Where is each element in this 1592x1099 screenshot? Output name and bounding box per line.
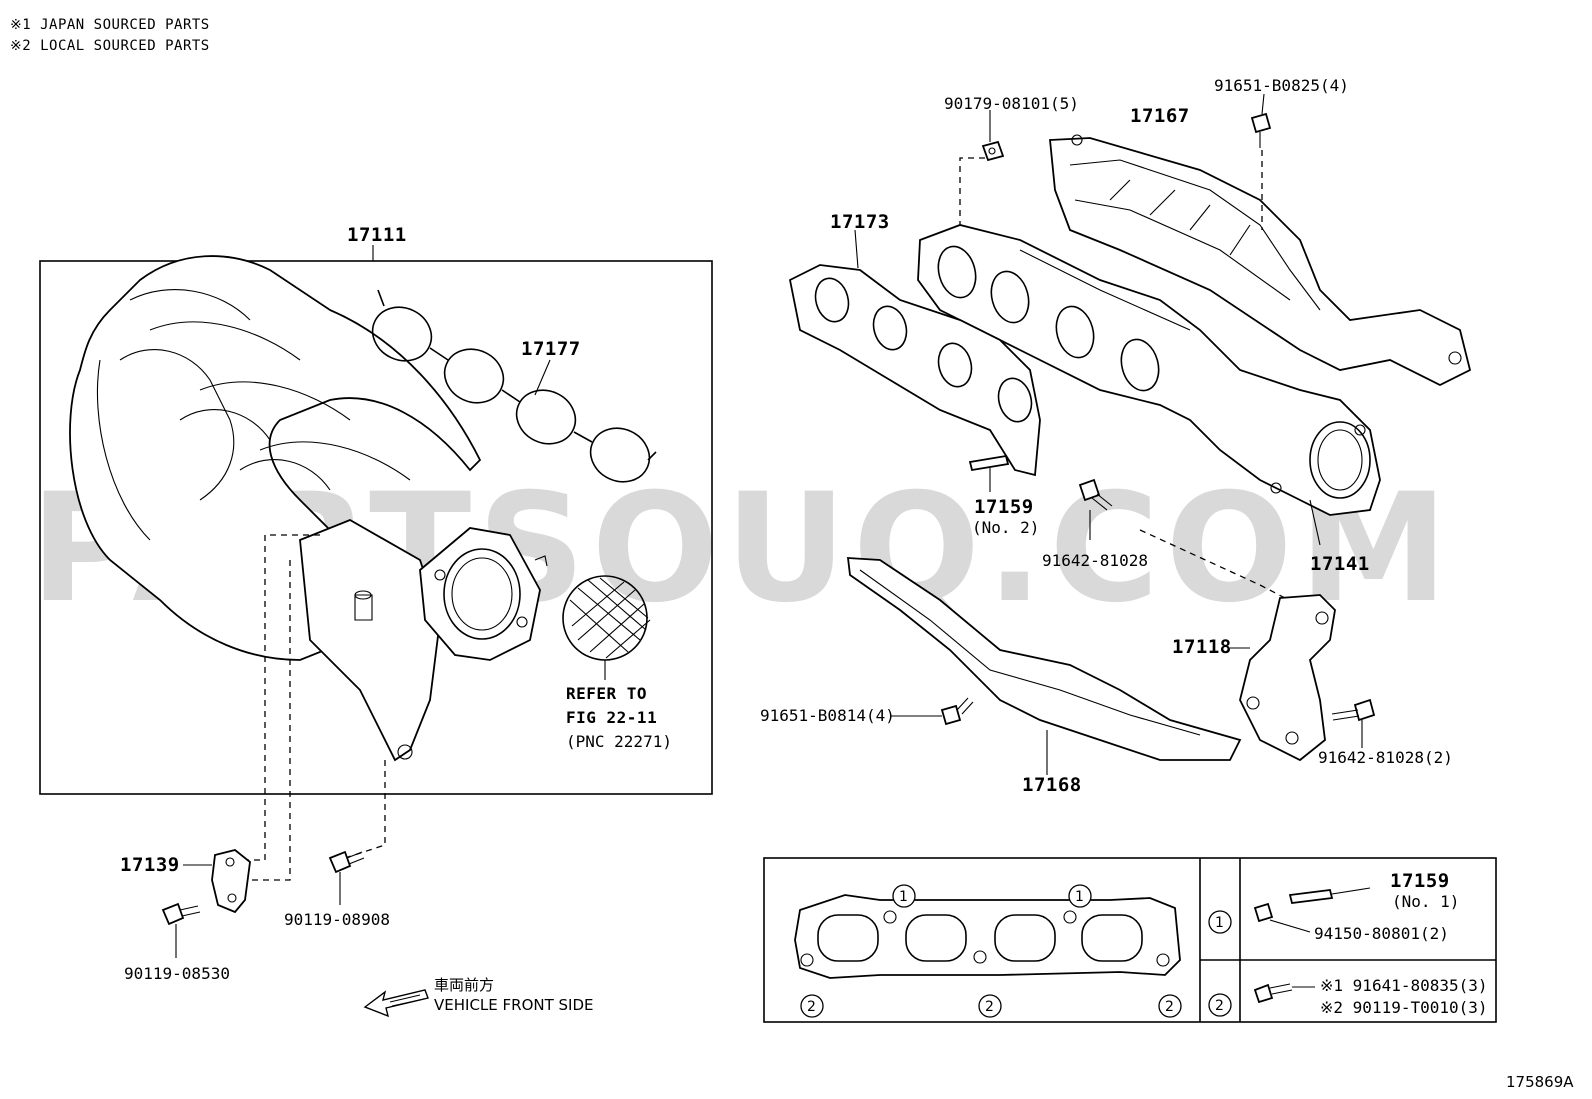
vehicle-front-en: VEHICLE FRONT SIDE [434, 996, 594, 1014]
legend-table-drawing [763, 857, 1497, 1023]
part-label-91651-B0814[interactable]: 91651-B0814(4) [760, 706, 895, 725]
svg-text:1: 1 [1075, 889, 1084, 905]
note-local-sourced: ※2 LOCAL SOURCED PARTS [10, 38, 210, 54]
part-label-90119-08530[interactable]: 90119-08530 [124, 964, 230, 983]
legend-bolt-91641[interactable]: ※1 91641-80835(3) [1320, 976, 1488, 995]
vehicle-front-arrow [363, 989, 429, 1018]
legend-circle-markers: 1 1 2 2 2 1 2 [800, 884, 1232, 1018]
legend-part-17159[interactable]: 17159 [1390, 870, 1450, 892]
part-label-90179-08101[interactable]: 90179-08101(5) [944, 94, 1079, 113]
legend-bolt-90119-T0010[interactable]: ※2 90119-T0010(3) [1320, 998, 1488, 1017]
svg-text:2: 2 [807, 999, 816, 1015]
part-label-17159-no2-sub: (No. 2) [972, 518, 1040, 537]
stud-17159-no2-drawing [968, 454, 1010, 492]
part-label-17111[interactable]: 17111 [347, 224, 407, 246]
svg-text:1: 1 [1215, 915, 1224, 931]
legend-nut-94150[interactable]: 94150-80801(2) [1314, 924, 1449, 943]
bolt-91651-B0825-drawing [1250, 93, 1272, 148]
part-label-17168[interactable]: 17168 [1022, 774, 1082, 796]
legend-part-17159-sub: (No. 1) [1392, 892, 1460, 911]
vehicle-front-jp: 車両前方 [434, 976, 495, 994]
refer-line-1[interactable]: REFER TO [566, 684, 648, 703]
bolt-91642-81028-2-drawing [1331, 698, 1376, 748]
part-label-17118[interactable]: 17118 [1172, 636, 1232, 658]
bracket-17118-drawing [1230, 594, 1336, 762]
part-label-91651-B0825[interactable]: 91651-B0825(4) [1214, 76, 1349, 95]
exhaust-manifold-17141-drawing [917, 224, 1381, 516]
bolt-90119-08908-drawing [328, 850, 365, 905]
part-label-17173[interactable]: 17173 [830, 211, 890, 233]
nut-90179-drawing [981, 110, 1005, 162]
bolt-90119-08530-drawing [161, 902, 201, 958]
bolt-91642-drawing [1078, 478, 1113, 540]
refer-line-2[interactable]: FIG 22-11 [566, 708, 658, 727]
figure-id: 175869A [1506, 1073, 1574, 1091]
heat-insulator-17168-drawing [846, 557, 1242, 775]
bracket-17139-drawing [183, 849, 251, 914]
svg-text:1: 1 [899, 889, 908, 905]
intake-manifold-frame [39, 260, 713, 795]
part-label-17141[interactable]: 17141 [1310, 553, 1370, 575]
svg-text:2: 2 [1165, 999, 1174, 1015]
throttle-mesh-drawing [562, 575, 651, 680]
gasket-17173-drawing [788, 229, 1041, 477]
heat-insulator-17167-drawing [1049, 134, 1472, 387]
part-label-91642-81028[interactable]: 91642-81028 [1042, 551, 1148, 570]
part-label-17167[interactable]: 17167 [1130, 105, 1190, 127]
svg-text:2: 2 [1215, 998, 1224, 1014]
refer-line-3: (PNC 22271) [566, 732, 672, 751]
part-label-90119-08908[interactable]: 90119-08908 [284, 910, 390, 929]
bolt-91651-B0814-drawing [890, 697, 974, 726]
intake-manifold-drawing [69, 255, 548, 762]
part-label-17159-no2[interactable]: 17159 [974, 496, 1034, 518]
part-label-17139[interactable]: 17139 [120, 854, 180, 876]
part-label-17177[interactable]: 17177 [521, 338, 581, 360]
svg-text:2: 2 [985, 999, 994, 1015]
note-japan-sourced: ※1 JAPAN SOURCED PARTS [10, 17, 210, 33]
part-label-91642-81028-2[interactable]: 91642-81028(2) [1318, 748, 1453, 767]
gasket-17177-drawing [371, 289, 657, 483]
